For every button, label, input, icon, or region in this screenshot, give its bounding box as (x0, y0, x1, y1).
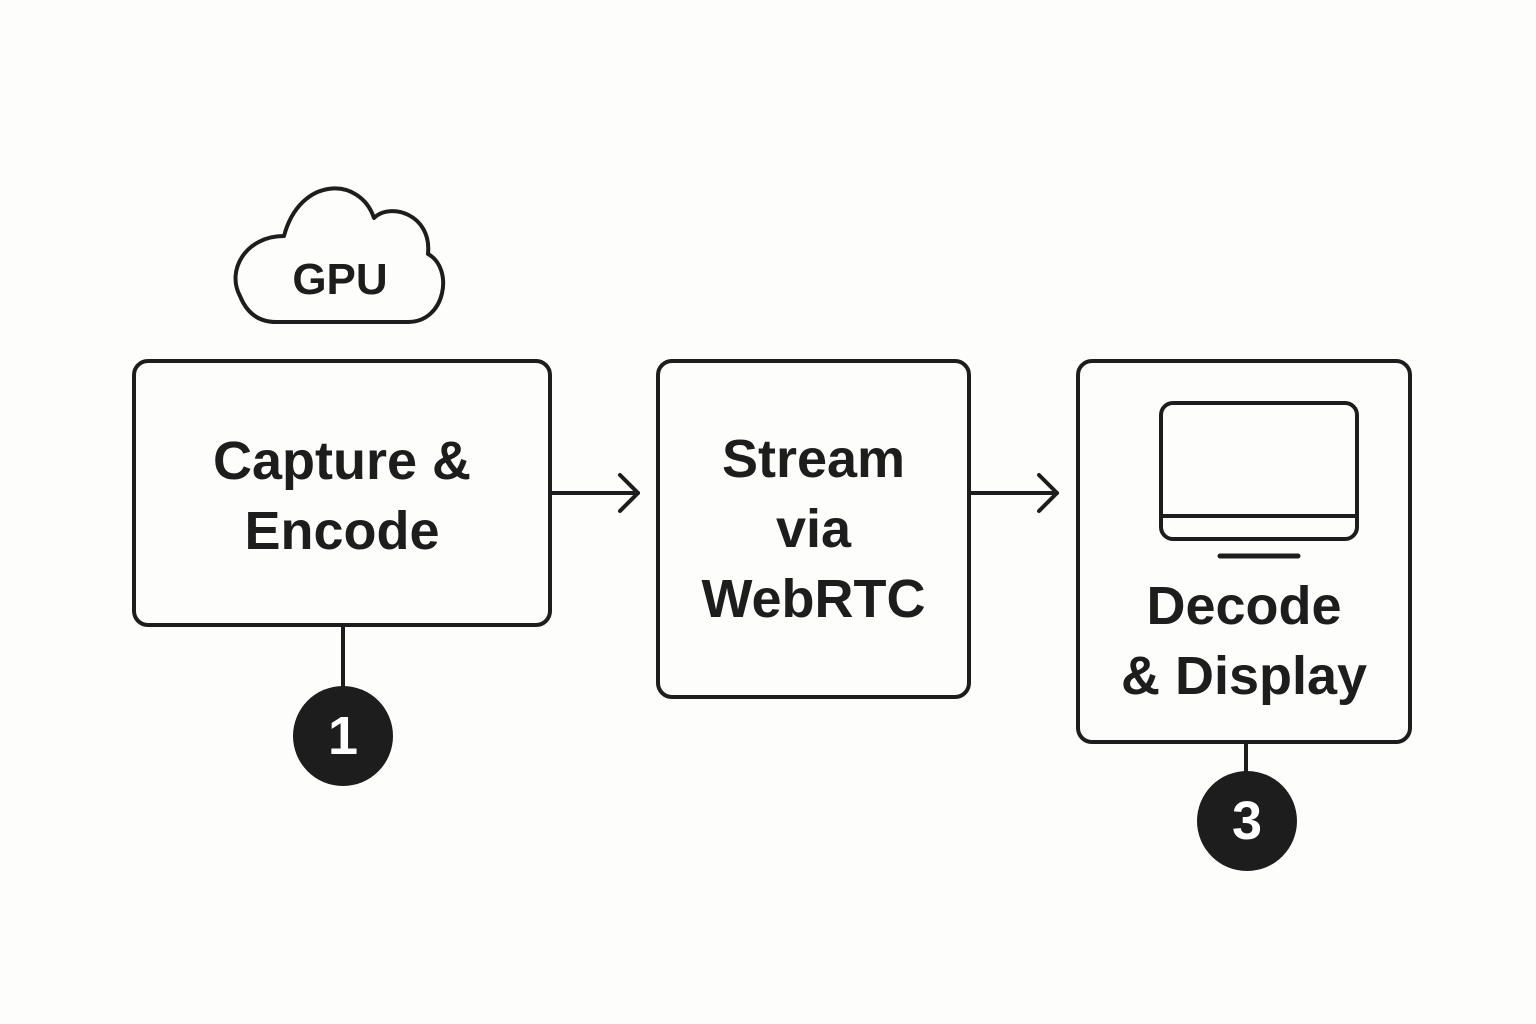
arrow-right-icon (550, 473, 640, 513)
monitor-icon (1159, 401, 1359, 559)
step-number-badge: 1 (293, 686, 393, 786)
step-stream-webrtc: Stream via WebRTC (656, 359, 971, 699)
step-decode-display: Decode & Display (1076, 359, 1412, 744)
step-label: Decode & Display (1120, 576, 1368, 706)
arrow-right-icon (969, 473, 1059, 513)
step-label: Capture & Encode (212, 431, 472, 561)
cloud-icon (233, 186, 446, 324)
step-number-badge: 3 (1197, 771, 1297, 871)
cloud-label-gpu: GPU (292, 255, 388, 304)
step-label: Stream via WebRTC (701, 429, 926, 629)
step-capture-encode: Capture & Encode (132, 359, 552, 627)
